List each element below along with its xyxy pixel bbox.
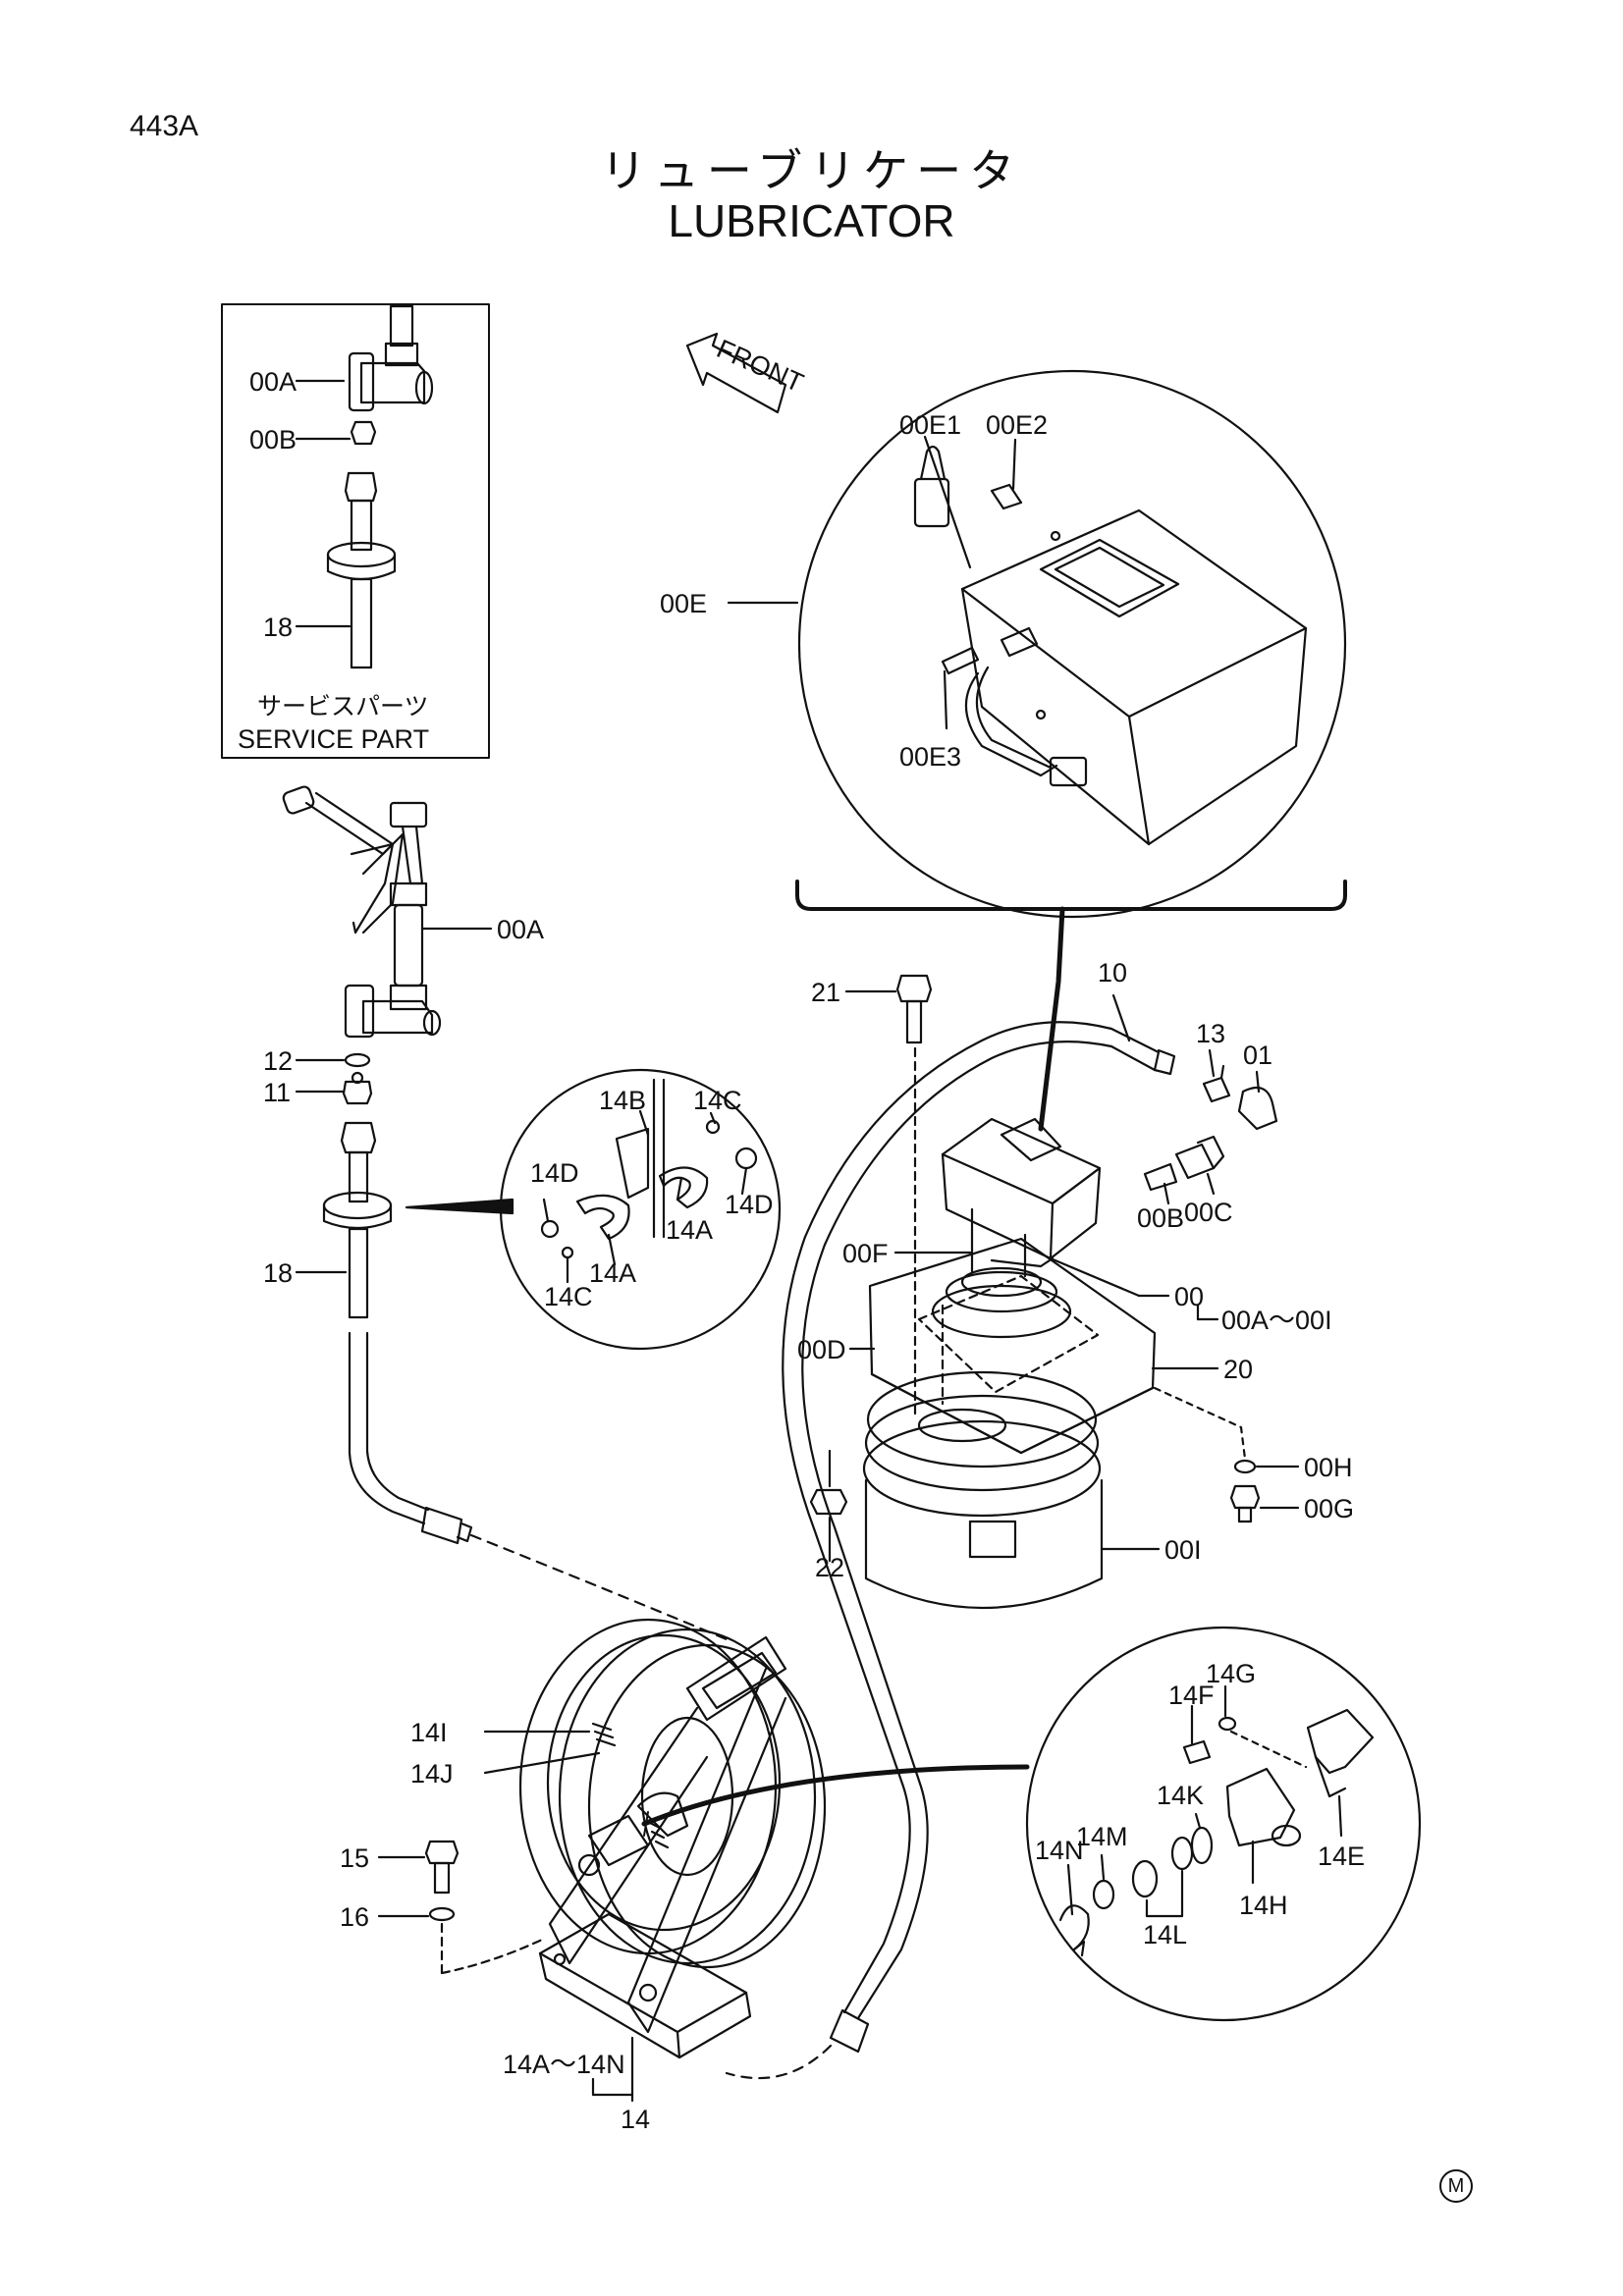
callout-22: 22	[815, 1553, 844, 1582]
callout-14M: 14M	[1076, 1822, 1128, 1851]
bolt-21-icon	[895, 974, 933, 1044]
service-part-drawing	[326, 304, 434, 669]
service-part-label-en: SERVICE PART	[238, 724, 429, 754]
callout-00H: 00H	[1304, 1453, 1353, 1482]
callout-11: 11	[263, 1078, 291, 1107]
callout-14L: 14L	[1143, 1920, 1187, 1949]
callout-00B: 00B	[1137, 1203, 1184, 1233]
callout-13: 13	[1196, 1019, 1225, 1048]
callout-14G: 14G	[1206, 1659, 1256, 1688]
title-japanese: リューブリケータ	[600, 144, 1023, 197]
callout-service-18: 18	[263, 613, 293, 642]
callout-14J: 14J	[410, 1759, 454, 1789]
front-arrow-icon	[685, 332, 787, 414]
callout-service-00A: 00A	[249, 367, 297, 397]
callout-00E1: 00E1	[899, 410, 961, 440]
washer-12-icon	[344, 1052, 371, 1068]
callout-14K: 14K	[1157, 1781, 1204, 1810]
nozzle-18-icon	[322, 1121, 393, 1319]
callout-10: 10	[1098, 958, 1127, 988]
callout-14A-bottom: 14A	[589, 1258, 636, 1288]
callout-14E: 14E	[1318, 1842, 1365, 1871]
callout-00A-00I: 00A～00I	[1221, 1306, 1332, 1335]
callout-00C: 00C	[1184, 1198, 1233, 1227]
front-arrow-label: FRONT	[713, 334, 808, 398]
bolt-00g-icon	[1229, 1484, 1261, 1523]
callout-12: 12	[263, 1046, 293, 1076]
callout-14F: 14F	[1168, 1681, 1215, 1710]
callout-00I: 00I	[1164, 1535, 1202, 1565]
callout-14N: 14N	[1035, 1836, 1084, 1865]
corner-mark: M	[1439, 2169, 1473, 2203]
callout-16: 16	[340, 1902, 369, 1932]
callout-14D-right: 14D	[725, 1190, 774, 1219]
swivel-joint-drawing	[1058, 1708, 1375, 1957]
callout-14B: 14B	[599, 1086, 646, 1115]
callout-20: 20	[1223, 1355, 1253, 1384]
nut-22-icon	[809, 1488, 848, 1516]
callout-00D: 00D	[797, 1335, 846, 1364]
callout-00A: 00A	[497, 915, 544, 944]
callout-14H: 14H	[1239, 1891, 1288, 1920]
callout-00E2: 00E2	[986, 410, 1048, 440]
callout-14D-left: 14D	[530, 1158, 579, 1188]
callout-21: 21	[811, 978, 840, 1007]
callout-00G: 00G	[1304, 1494, 1354, 1523]
switch-box-drawing	[913, 445, 1308, 846]
service-part-box	[221, 303, 490, 759]
callout-18: 18	[263, 1258, 293, 1288]
grease-gun-assembly	[282, 785, 442, 1039]
page-number: 443A	[130, 110, 199, 142]
callout-00: 00	[1174, 1282, 1204, 1311]
callout-00E3: 00E3	[899, 742, 961, 772]
callout-00E: 00E	[660, 589, 707, 618]
callout-15: 15	[340, 1843, 369, 1873]
switch-box-detail-circle	[797, 369, 1347, 919]
hose-reel-drawing	[518, 1618, 827, 2059]
callout-14A-right: 14A	[666, 1215, 713, 1245]
callout-01: 01	[1243, 1041, 1272, 1070]
service-part-label-jp: サービスパーツ	[257, 692, 429, 721]
callout-14I: 14I	[410, 1718, 448, 1747]
reel-clamp-detail-circle	[499, 1068, 782, 1351]
callout-service-00B: 00B	[249, 425, 297, 454]
callout-14A-14N: 14A～14N	[503, 2050, 625, 2079]
reel-joint-detail-circle	[1025, 1626, 1422, 2022]
nipple-11-icon	[342, 1071, 373, 1105]
title-english: LUBRICATOR	[668, 195, 955, 246]
callout-14: 14	[621, 2105, 650, 2134]
washer-00h-icon	[1233, 1459, 1257, 1474]
bolt-15-icon	[424, 1840, 460, 1895]
callout-00F: 00F	[842, 1239, 889, 1268]
washer-16-icon	[428, 1906, 456, 1922]
callout-14C-top: 14C	[693, 1086, 742, 1115]
lubricator-body-drawing	[725, 1021, 1278, 2080]
callout-14C-bottom: 14C	[544, 1282, 593, 1311]
